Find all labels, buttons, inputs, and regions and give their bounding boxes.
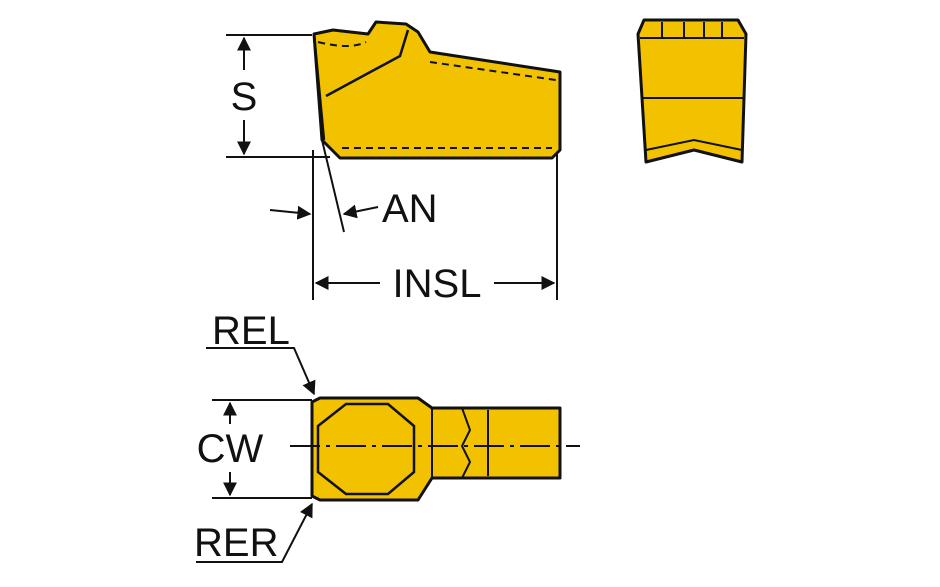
an-arrow-left [269,205,312,220]
s-label: S [231,75,258,119]
side-view [312,20,562,160]
rel-label: REL [212,309,290,353]
rer-dimension: RER [194,502,313,565]
end-view [636,18,748,164]
top-view [290,396,580,502]
an-reference-line [321,139,345,233]
top-view-shoulder [431,407,472,479]
end-view-v-notch [645,138,743,151]
side-view-insert-body [312,20,562,160]
rel-leader [206,347,316,396]
side-view-chipbreaker-line [325,29,410,98]
rer-leader [196,502,313,563]
insl-label: INSL [393,262,482,306]
top-view-chipbreaker [316,402,416,496]
cw-dimension: CW [197,399,312,499]
side-view-hidden-edge-top [317,41,557,81]
top-view-insert-body [310,396,562,502]
an-dimension: AN [269,139,438,300]
rel-dimension: REL [206,309,316,396]
end-view-insert-body [636,18,748,164]
an-arrow-right [342,204,379,219]
an-label: AN [382,187,438,231]
cw-label: CW [197,427,264,471]
side-view-relief-edge [312,33,326,141]
rer-label: RER [194,521,278,565]
insl-dimension: INSL [314,152,558,306]
